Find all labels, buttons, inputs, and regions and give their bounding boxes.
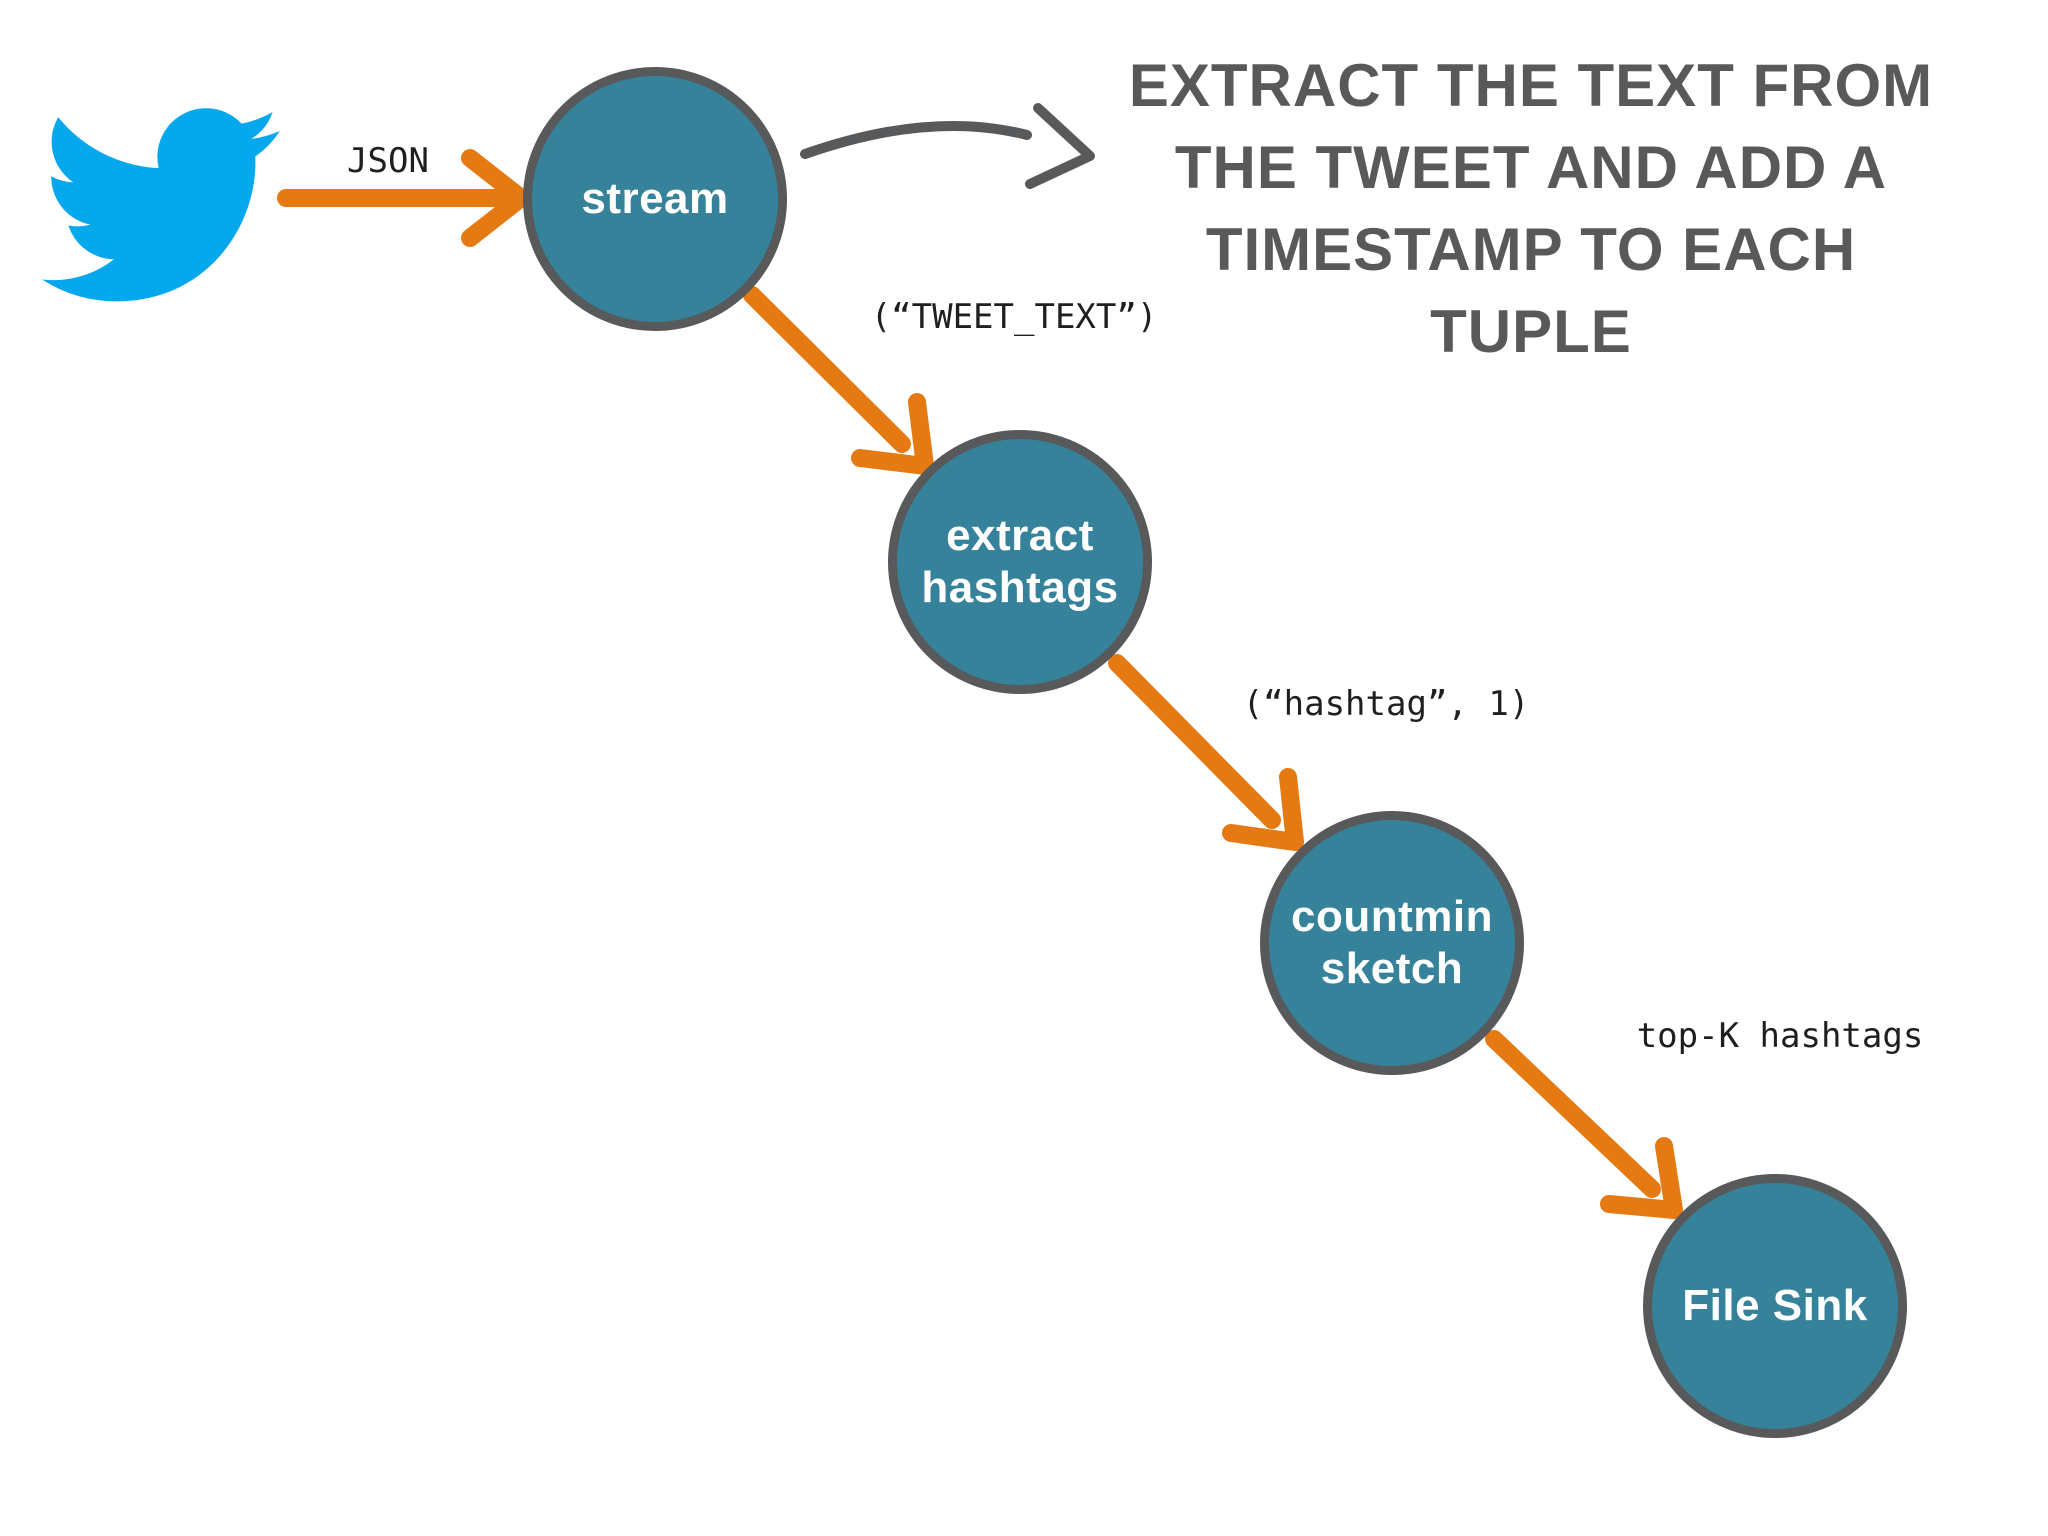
edge-label-json: JSON (347, 141, 429, 181)
node-file-sink: File Sink (1643, 1174, 1907, 1438)
node-countmin-sketch-label: countmin sketch (1291, 892, 1493, 993)
edge-arrow-extract-to-countmin (1108, 654, 1304, 851)
edge-label-tweet-text: (“TWEET_TEXT”) (870, 297, 1158, 337)
edge-arrow-stream-to-extract (743, 286, 934, 475)
annotation-text: EXTRACT THE TEXT FROM THE TWEET AND ADD … (1128, 52, 1934, 365)
edge-arrow-twitter-to-stream (277, 149, 530, 247)
twitter-bird-icon (42, 108, 280, 302)
node-countmin-sketch: countmin sketch (1260, 811, 1524, 1075)
node-stream: stream (523, 67, 787, 331)
edge-label-top-k-hashtags: top-K hashtags (1636, 1016, 1924, 1056)
edge-arrow-countmin-to-filesink (1485, 1030, 1683, 1219)
node-stream-label: stream (581, 174, 729, 224)
edge-label-hashtag-count: (“hashtag”, 1) (1242, 684, 1530, 724)
annotation-curved-arrow (800, 103, 1095, 189)
node-extract-hashtags-label: extract hashtags (921, 511, 1119, 612)
node-file-sink-label: File Sink (1682, 1281, 1868, 1331)
node-extract-hashtags: extract hashtags (888, 430, 1152, 694)
